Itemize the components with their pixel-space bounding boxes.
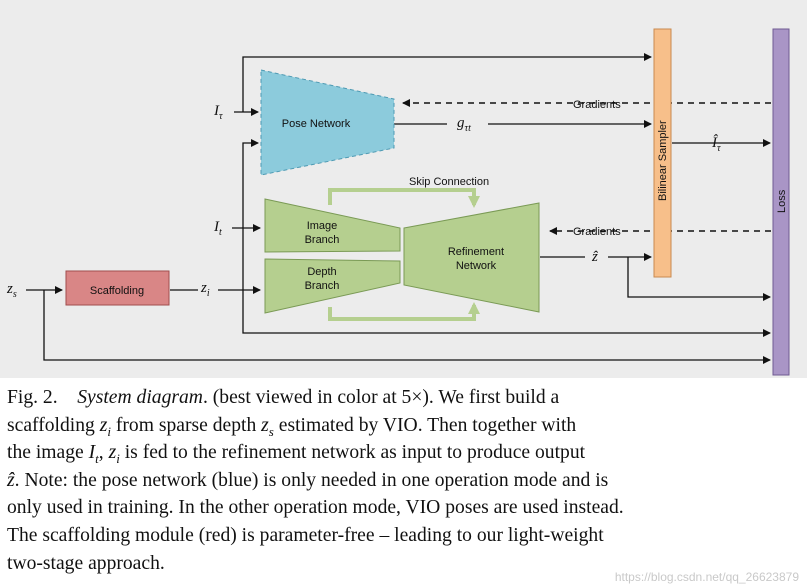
caption-sym-zi-2: z — [108, 442, 117, 464]
caption-text-2c: estimated by VIO. Then together with — [273, 414, 577, 436]
depth-branch-block — [264, 258, 401, 314]
caption-text-1: . (best viewed in color at 5×). We first… — [202, 387, 560, 408]
skip-connection-top — [328, 188, 480, 208]
symbol-z-hat: ẑ — [591, 249, 598, 265]
image-branch-label-2: Branch — [305, 234, 340, 246]
arrow-zhat-to-loss — [627, 257, 771, 301]
symbol-z-s: zs — [6, 281, 17, 300]
image-branch-label-1: Image — [307, 220, 338, 232]
bilinear-sampler-block — [653, 28, 672, 278]
system-diagram: Pose Network Image Branch Depth Branch R… — [6, 28, 790, 376]
bilinear-sampler-label: Bilinear Sampler — [657, 120, 669, 201]
depth-branch-label-2: Branch — [305, 280, 340, 292]
caption-line-2: scaffolding zi from sparse depth zs esti… — [7, 412, 799, 440]
caption-sub-i-2: i — [116, 451, 120, 467]
refinement-label-1: Refinement — [448, 246, 504, 258]
caption-line-6: The scaffolding module (red) is paramete… — [7, 524, 604, 546]
figure-caption: Fig. 2. System diagram. (best viewed in … — [7, 384, 799, 577]
caption-line-3: the image It, zi is fed to the refinemen… — [7, 439, 799, 467]
symbol-i-tau: Iτ — [213, 103, 223, 122]
caption-title: System diagram — [77, 387, 203, 408]
caption-text-3b: , — [98, 442, 109, 464]
caption-text-3a: the image — [7, 442, 89, 464]
refinement-label-2: Network — [456, 260, 497, 272]
depth-branch-label-1: Depth — [307, 266, 336, 278]
connectors — [26, 53, 771, 364]
caption-text-4: . Note: the pose network (blue) is only … — [14, 469, 609, 491]
skip-connection-label: Skip Connection — [409, 176, 489, 188]
arrow-zi-to-pose — [242, 139, 259, 290]
gradients-label-top: Gradients — [573, 99, 621, 111]
scaffolding-block — [65, 270, 170, 306]
caption-fig-label: Fig. 2. — [7, 387, 58, 408]
image-branch-block — [264, 198, 401, 253]
caption-sym-zs: z — [261, 414, 269, 436]
gradients-label-mid: Gradients — [573, 226, 621, 238]
diagram-panel: Pose Network Image Branch Depth Branch R… — [0, 0, 807, 378]
pose-network-label: Pose Network — [282, 118, 351, 130]
caption-sym-it: I — [88, 442, 96, 464]
arrow-to-bilinear-top — [242, 53, 652, 112]
symbol-i-t: It — [213, 219, 222, 238]
watermark-url: https://blog.csdn.net/qq_26623879 — [614, 570, 799, 584]
caption-text-3c: is fed to the refinement network as inpu… — [119, 442, 586, 464]
symbol-z-i: zi — [200, 280, 210, 299]
loss-label: Loss — [776, 189, 788, 213]
loss-block — [772, 28, 790, 376]
caption-text-2a: scaffolding — [7, 414, 100, 436]
symbol-g-tau-t: gτt — [457, 115, 471, 134]
caption-line-7: two-stage approach. — [7, 552, 165, 574]
symbol-i-hat-tau: Îτ — [711, 134, 721, 154]
caption-sym-zhat: ẑ — [7, 469, 15, 491]
skip-connection-bottom — [328, 302, 480, 321]
caption-line-5: only used in training. In the other oper… — [7, 497, 624, 519]
pose-network-block — [260, 69, 395, 176]
caption-sub-s: s — [268, 423, 274, 439]
caption-line-4: ẑ. Note: the pose network (blue) is only… — [7, 467, 799, 495]
caption-line-1: Fig. 2. System diagram. (best viewed in … — [7, 384, 799, 412]
arrow-zi-to-loss — [242, 290, 771, 337]
caption-sub-t: t — [95, 451, 99, 467]
skip-connections — [328, 188, 480, 321]
arrow-zs-to-loss — [43, 290, 771, 364]
refinement-network-block — [403, 202, 540, 313]
caption-sub-i: i — [107, 423, 111, 439]
caption-sym-zi: z — [99, 414, 108, 436]
scaffolding-label: Scaffolding — [90, 285, 144, 297]
caption-text-2b: from sparse depth — [110, 414, 262, 436]
